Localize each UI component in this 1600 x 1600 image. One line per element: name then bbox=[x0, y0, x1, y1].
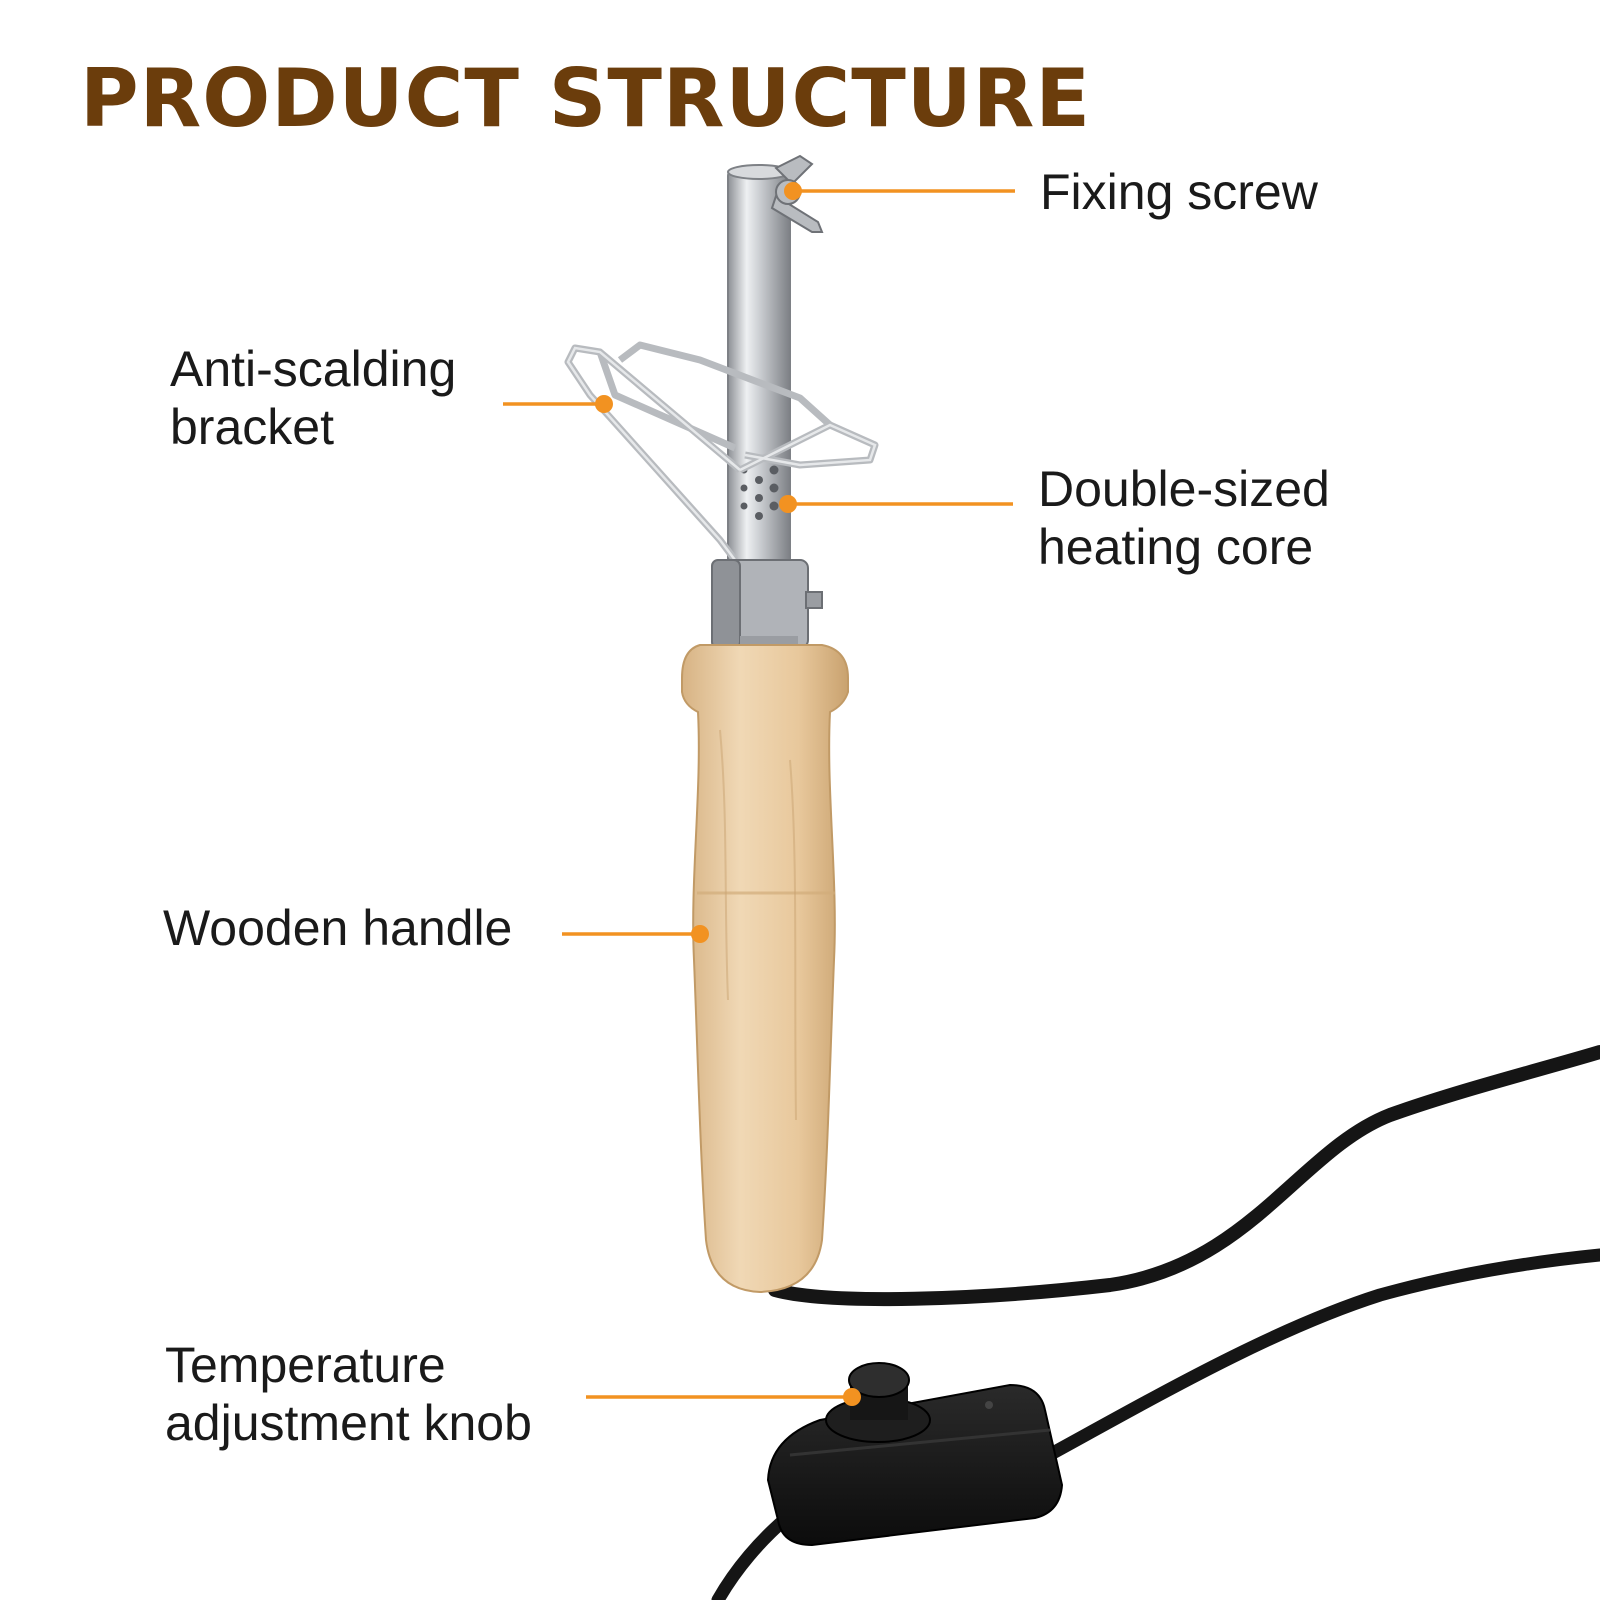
label-line: Double-sized bbox=[1038, 461, 1330, 517]
label-line: Temperature bbox=[165, 1337, 446, 1393]
wooden-handle bbox=[681, 644, 849, 1294]
clamp-block bbox=[711, 559, 823, 650]
label-anti-scalding-bracket: Anti-scalding bracket bbox=[170, 340, 456, 456]
label-temperature-knob: Temperature adjustment knob bbox=[165, 1336, 532, 1452]
temperature-knob[interactable] bbox=[825, 1362, 931, 1443]
label-heating-core: Double-sized heating core bbox=[1038, 460, 1330, 576]
label-fixing-screw: Fixing screw bbox=[1040, 163, 1318, 221]
label-wooden-handle: Wooden handle bbox=[163, 899, 512, 957]
anti-scalding-bracket bbox=[564, 341, 879, 563]
label-line: Anti-scalding bbox=[170, 341, 457, 397]
page-title: PRODUCT STRUCTURE bbox=[80, 52, 1091, 145]
label-line: bracket bbox=[170, 399, 334, 455]
label-line: heating core bbox=[1038, 519, 1314, 575]
label-line: Wooden handle bbox=[163, 900, 513, 956]
callout-lines bbox=[503, 182, 1015, 1406]
label-line: adjustment knob bbox=[165, 1395, 532, 1451]
label-line: Fixing screw bbox=[1040, 164, 1318, 220]
